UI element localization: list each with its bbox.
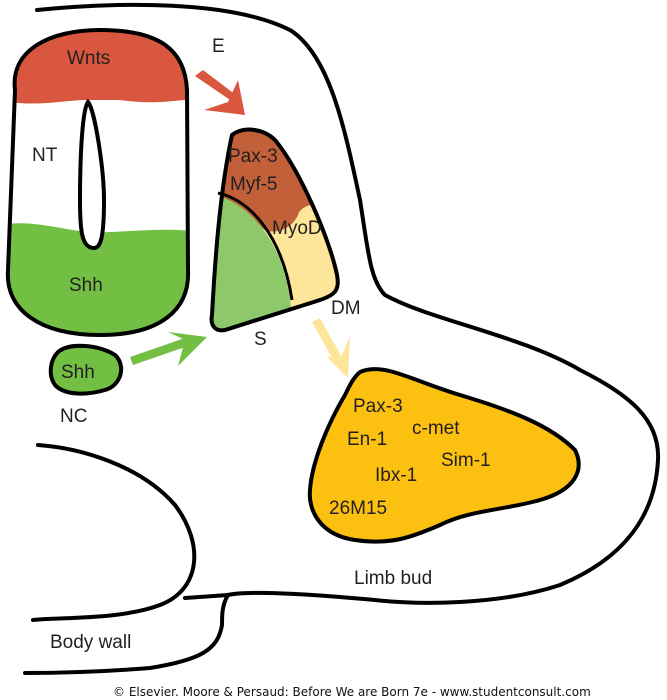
red-arrow [195,70,245,115]
label-limb-bud: Limb bud [354,568,432,589]
sclerotome-region [211,192,295,331]
label-notochord: NC [60,406,87,427]
yellow-arrow [312,318,350,378]
notochord [48,343,124,396]
label-dermomyotome: DM [331,298,361,319]
label-limb-gene: Pax-3 [353,396,403,417]
label-shh-notochord: Shh [61,362,95,383]
label-ectoderm: E [212,36,225,57]
ectoderm-outline [35,2,661,605]
label-shh-neural-tube: Shh [69,275,103,296]
shh-region [7,223,189,335]
label-limb-gene: Sim-1 [441,450,491,471]
label-sclerotome: S [254,329,267,350]
credit-line: © Elsevier. Moore & Persaud: Before We a… [113,685,591,699]
label-pax3-somite: Pax-3 [228,146,278,167]
label-limb-gene: Ibx-1 [375,465,417,486]
neural-canal [77,98,107,251]
body-wall-outline [31,443,197,622]
label-limb-gene: 26M15 [329,498,387,519]
label-limb-gene: c-met [412,418,460,439]
green-arrow [130,332,207,366]
label-body-wall: Body wall [50,632,131,653]
label-neural-tube: NT [32,145,58,166]
label-wnts: Wnts [67,48,110,69]
limb-lower-outline [23,593,230,675]
label-myod: MyoD [272,218,322,239]
limb-muscle-region [307,367,581,544]
label-myf5: Myf-5 [230,174,278,195]
label-limb-gene: En-1 [347,429,387,450]
